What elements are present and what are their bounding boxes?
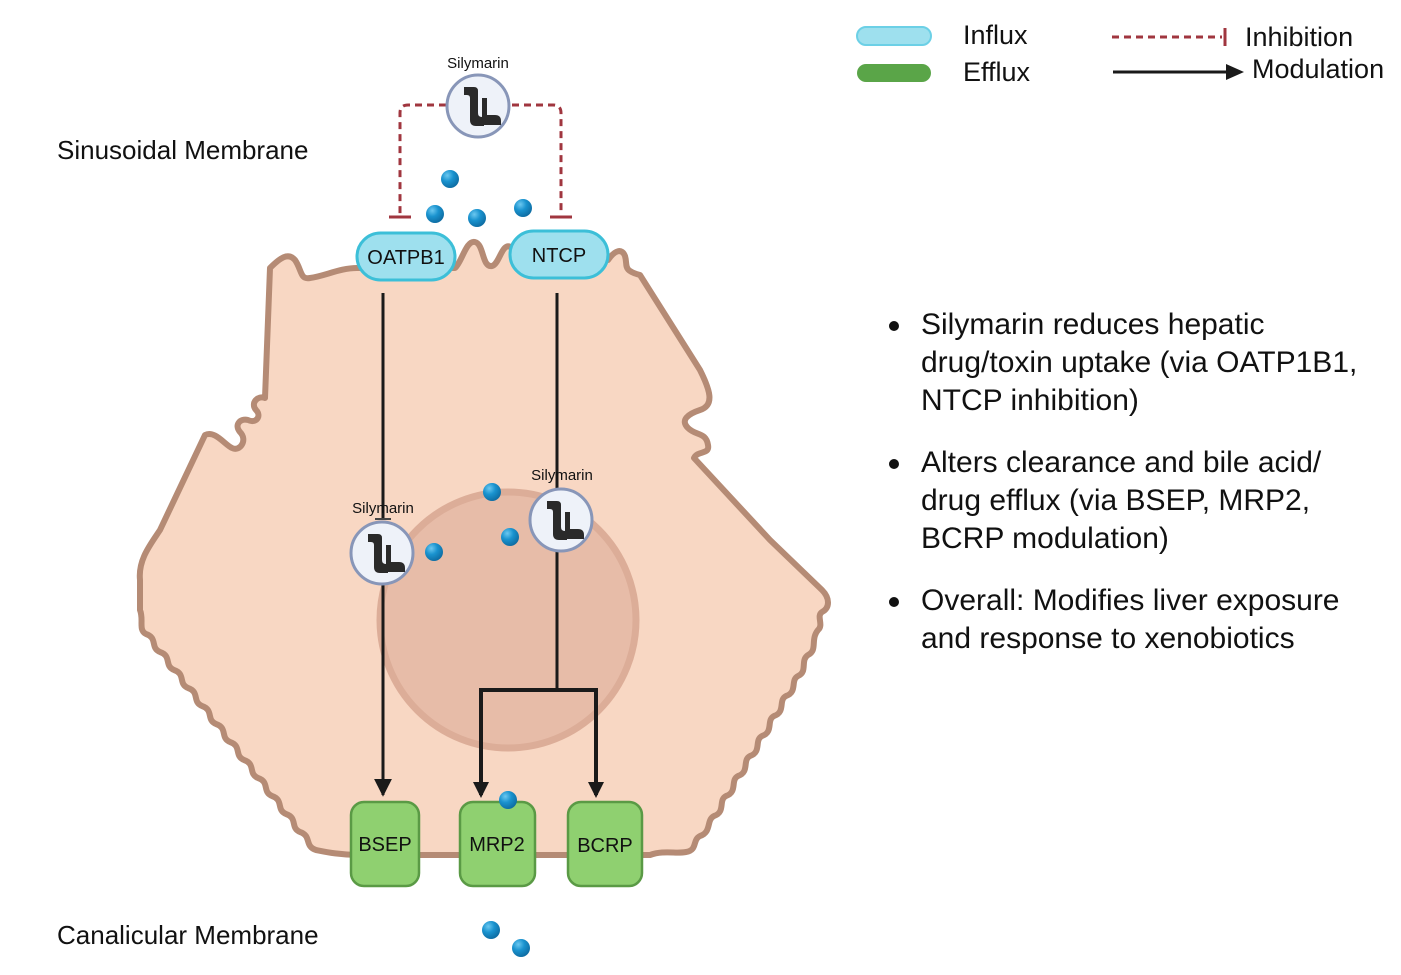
molecules [425, 170, 532, 957]
legend-inhibition-label: Inhibition [1245, 22, 1354, 52]
inhibition-line-oatpb1 [398, 103, 446, 215]
legend-efflux-swatch [857, 64, 931, 82]
inhibition-line-ntcp [512, 103, 563, 215]
transporter-mrp2[interactable]: MRP2 [458, 800, 537, 888]
drug-molecule [514, 199, 532, 217]
legend-modulation-arrowhead [1226, 64, 1244, 80]
transporter-oatpb1-label: OATPB1 [367, 247, 444, 269]
summary-bullet: Overall: Modifies liver exposure and res… [885, 582, 1385, 658]
arrowhead-bcrp [588, 782, 604, 798]
silymarin-label: Silymarin [447, 55, 509, 72]
transporter-ntcp-label: NTCP [532, 245, 586, 267]
arrowhead-mrp2 [473, 782, 489, 798]
summary-bullet-text: Silymarin reduces hepatic drug/toxin upt… [921, 308, 1358, 417]
legend [856, 26, 1244, 82]
summary-bullet-text: Alters clearance and bile acid/ drug eff… [921, 446, 1322, 555]
transporter-bsep-label: BSEP [358, 834, 411, 856]
bullet-icon [889, 321, 899, 331]
legend-efflux-label: Efflux [963, 57, 1031, 87]
silymarin-ntcp-pathway[interactable]: Silymarin [528, 467, 594, 553]
transporter-mrp2-label: MRP2 [469, 834, 525, 856]
bullet-icon [889, 597, 899, 607]
transporter-bsep[interactable]: BSEP [349, 800, 421, 888]
canalicular-membrane-label: Canalicular Membrane [57, 920, 319, 950]
legend-modulation-label: Modulation [1252, 54, 1385, 84]
sinusoidal-membrane-label: Sinusoidal Membrane [57, 135, 309, 165]
drug-molecule [426, 205, 444, 223]
summary-bullet-text: Overall: Modifies liver exposure and res… [921, 584, 1340, 655]
transporter-oatpb1[interactable]: OATPB1 [355, 231, 457, 282]
summary-bullet: Alters clearance and bile acid/ drug eff… [885, 444, 1385, 558]
drug-molecule [441, 170, 459, 188]
modulation-branch [479, 688, 598, 795]
drug-molecule [483, 483, 501, 501]
transporter-bcrp-label: BCRP [577, 835, 633, 857]
summary-bullet: Silymarin reduces hepatic drug/toxin upt… [885, 306, 1385, 420]
transporter-ntcp[interactable]: NTCP [508, 229, 610, 280]
silymarin-oatpb1-pathway[interactable]: Silymarin [349, 500, 415, 586]
transporter-bcrp[interactable]: BCRP [566, 800, 644, 888]
nucleus [376, 488, 640, 752]
drug-molecule [425, 543, 443, 561]
silymarin-label: Silymarin [352, 500, 414, 517]
silymarin-label: Silymarin [531, 467, 593, 484]
legend-influx-swatch [856, 26, 932, 46]
legend-influx-label: Influx [963, 20, 1028, 50]
drug-molecule [501, 528, 519, 546]
drug-molecule [468, 209, 486, 227]
drug-molecule [499, 791, 517, 809]
silymarin-extracellular[interactable]: Silymarin [445, 55, 511, 139]
bullet-icon [889, 459, 899, 469]
drug-molecule [482, 921, 500, 939]
summary-bullets: Silymarin reduces hepatic drug/toxin upt… [885, 306, 1385, 682]
drug-molecule [512, 939, 530, 957]
